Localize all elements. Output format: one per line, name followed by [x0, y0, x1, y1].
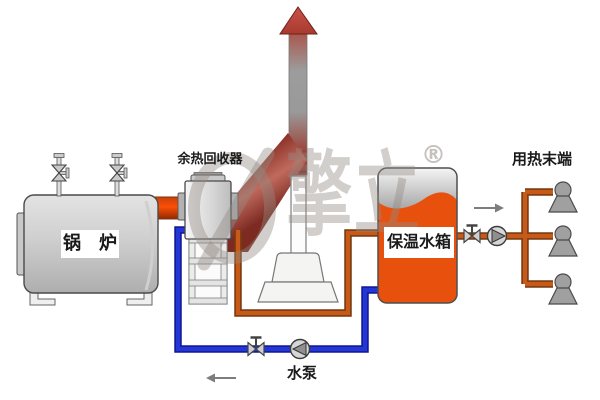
supply-valve-icon [463, 224, 481, 244]
return-pump-icon [289, 338, 311, 360]
heat-terminal-icon [548, 181, 578, 213]
boiler-safety-valve-icon [108, 153, 128, 197]
return-valve-icon [247, 336, 265, 357]
boiler-safety-valve-icon [50, 153, 70, 197]
storage-tank-label: 保温水箱 [384, 227, 454, 258]
chimney-up-arrow-icon [279, 6, 318, 176]
heat-terminal-icon [548, 225, 578, 257]
return-water-pipe [174, 226, 382, 353]
supply-pump-icon [486, 225, 508, 247]
heat-recovery-unit [177, 172, 239, 240]
chimney-support-stand [257, 175, 339, 303]
water-pump-label: 水泵 [286, 364, 317, 382]
recovery-unit-stand [188, 236, 228, 305]
heat-recovery-label: 余热回收器 [177, 152, 243, 167]
supply-flow-arrow-icon [474, 203, 504, 213]
return-flow-arrow-icon [206, 373, 236, 383]
boiler-label: 锅 炉 [61, 230, 119, 258]
sloped-flue-duct [226, 133, 307, 252]
heat-terminals-label: 用热末端 [511, 150, 572, 168]
heat-terminal-icon [548, 273, 578, 305]
